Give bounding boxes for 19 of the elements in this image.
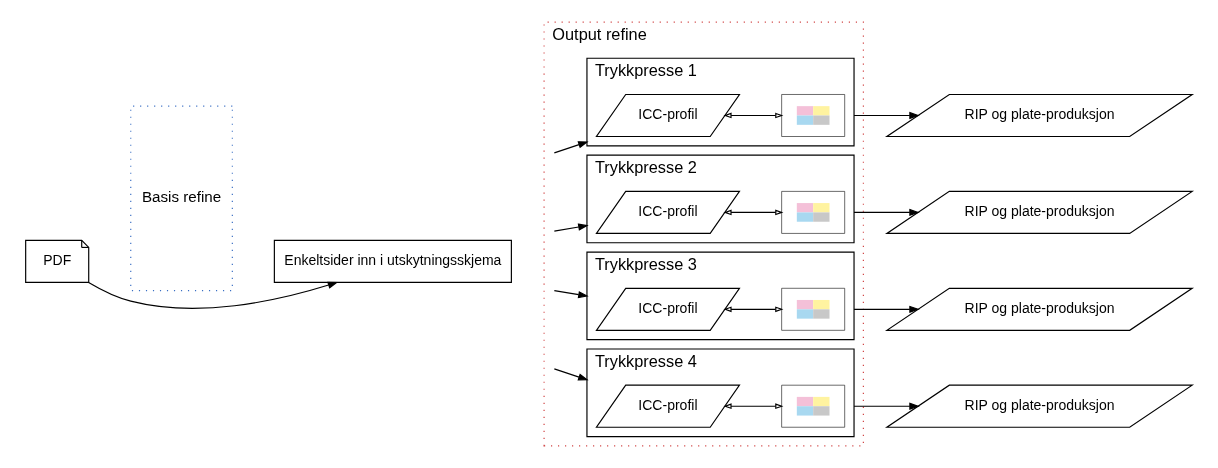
node-box: Basis refine [130, 105, 233, 292]
arrow [553, 368, 589, 381]
arrow [723, 306, 784, 313]
arrow [853, 208, 920, 217]
picture [781, 191, 845, 234]
node-box: Enkeltsider inn i utskytningsskjema [273, 239, 512, 284]
arrow [553, 290, 589, 299]
arrow [723, 403, 784, 410]
picture [781, 384, 845, 428]
arrow [853, 305, 920, 313]
arrow [553, 223, 589, 232]
arrow [553, 141, 589, 154]
arrow [88, 281, 339, 309]
picture [781, 288, 845, 331]
arrow [853, 111, 920, 120]
arrow [723, 112, 784, 119]
arrow [723, 209, 784, 216]
picture [781, 94, 845, 137]
arrow [853, 402, 920, 410]
